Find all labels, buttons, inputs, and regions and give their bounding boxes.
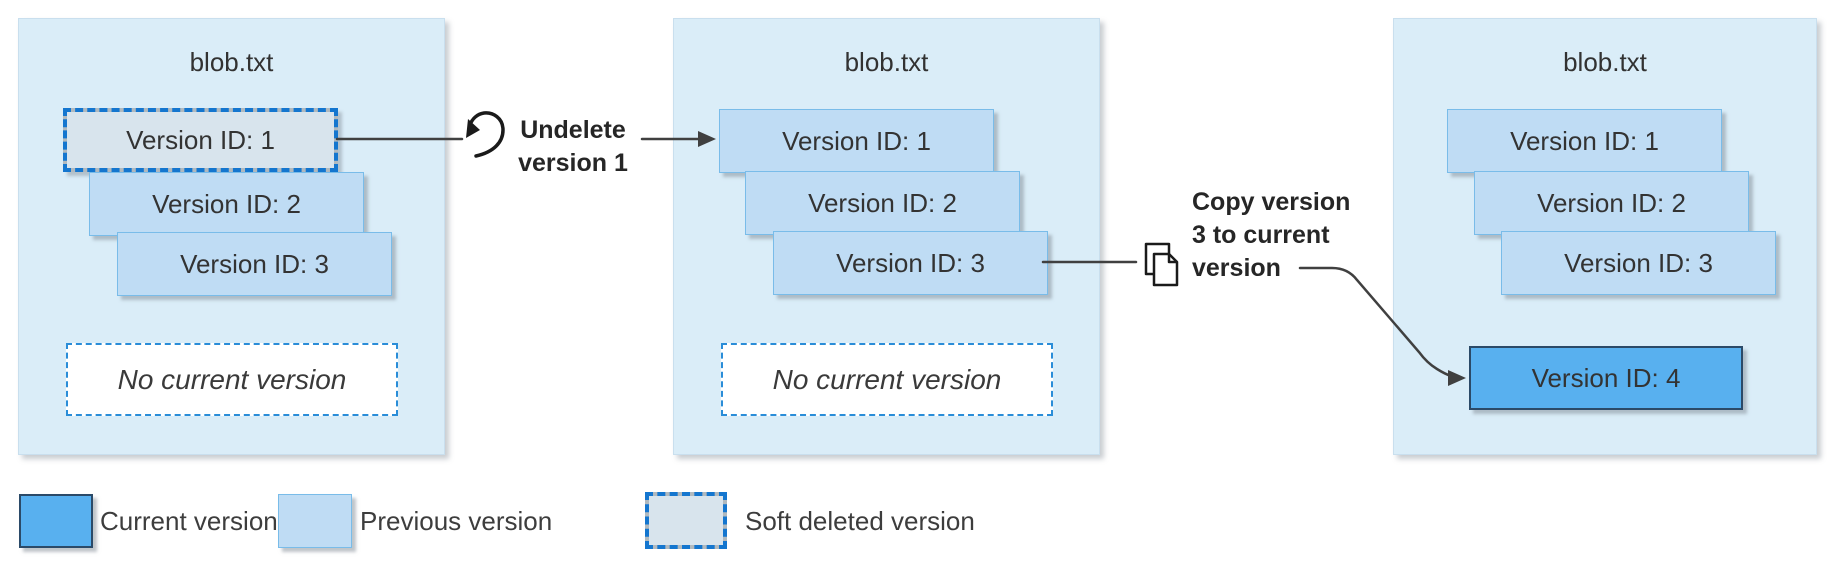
no-current-version-box: No current version [66, 343, 398, 416]
legend-swatch-fill [649, 496, 723, 545]
version-label: Version ID: 1 [126, 124, 275, 155]
no-current-version-box: No current version [721, 343, 1053, 416]
version-box: Version ID: 1 [1447, 109, 1722, 173]
legend-label: Current version [100, 505, 278, 536]
blob-panel-1: blob.txt Version ID: 1 Version ID: 2 Ver… [18, 18, 445, 455]
copy-action-label: Copy version 3 to current version [1192, 188, 1351, 282]
blob-title: blob.txt [1563, 47, 1647, 77]
version-box: Version ID: 1 [719, 109, 994, 173]
version-box: Version ID: 2 [1474, 171, 1749, 235]
legend-label: Soft deleted version [745, 505, 975, 536]
version-box: Version ID: 2 [745, 171, 1020, 235]
version-box: Version ID: 3 [1501, 231, 1776, 295]
undelete-action-label: Undelete version 1 [518, 116, 628, 177]
undo-icon [466, 111, 505, 158]
legend-swatch-soft-deleted [645, 492, 727, 549]
legend-swatch-current [19, 494, 93, 548]
legend-swatch-previous [278, 494, 352, 548]
blob-panel-3: blob.txt Version ID: 1 Version ID: 2 Ver… [1393, 18, 1817, 455]
version-box: Version ID: 2 [89, 172, 364, 236]
version-box-current: Version ID: 4 [1469, 346, 1743, 410]
version-box-soft-deleted: Version ID: 1 [63, 108, 338, 172]
version-box-fill: Version ID: 1 [67, 112, 334, 168]
copy-icon [1144, 242, 1179, 287]
blob-title: blob.txt [844, 47, 929, 77]
blob-panel-2: blob.txt Version ID: 1 Version ID: 2 Ver… [673, 18, 1100, 455]
version-box: Version ID: 3 [773, 231, 1048, 295]
version-box: Version ID: 3 [117, 232, 392, 296]
legend-label: Previous version [360, 505, 553, 536]
blob-title: blob.txt [189, 47, 274, 77]
